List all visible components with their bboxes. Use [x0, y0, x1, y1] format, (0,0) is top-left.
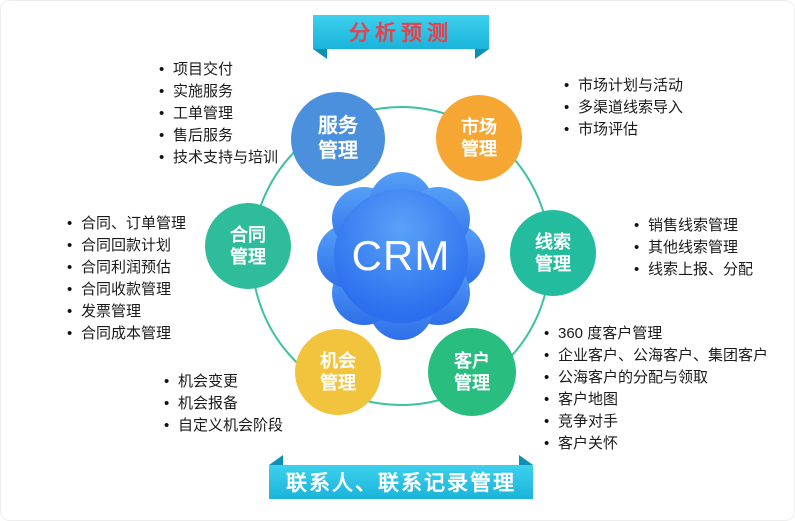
list-item: 客户地图	[544, 389, 768, 411]
list-item: 市场计划与活动	[564, 75, 683, 97]
list-item: 线索上报、分配	[634, 259, 753, 281]
list-item: 机会报备	[164, 393, 283, 415]
node-contract-label: 合同 管理	[230, 224, 266, 268]
list-item: 合同成本管理	[67, 323, 186, 345]
top-banner: 分析预测	[313, 15, 489, 59]
market-feature-list: 市场计划与活动 多渠道线索导入 市场评估	[564, 75, 683, 141]
node-customer-management: 客户 管理	[428, 328, 516, 416]
list-item: 自定义机会阶段	[164, 415, 283, 437]
ribbon-fold-icon	[313, 49, 327, 59]
list-item: 市场评估	[564, 119, 683, 141]
list-item: 实施服务	[159, 81, 278, 103]
list-item: 销售线索管理	[634, 215, 753, 237]
node-contract-management: 合同 管理	[205, 203, 291, 289]
list-item: 机会变更	[164, 371, 283, 393]
node-market-label: 市场 管理	[461, 116, 497, 160]
node-opportunity-management: 机会 管理	[295, 329, 381, 415]
customer-feature-list: 360 度客户管理 企业客户、公海客户、集团客户 公海客户的分配与领取 客户地图…	[544, 323, 768, 455]
node-leads-management: 线索 管理	[510, 210, 596, 296]
ribbon-fold-icon	[475, 49, 489, 59]
list-item: 工单管理	[159, 103, 278, 125]
list-item: 合同收款管理	[67, 279, 186, 301]
contract-feature-list: 合同、订单管理 合同回款计划 合同利润预估 合同收款管理 发票管理 合同成本管理	[67, 213, 186, 345]
node-customer-label: 客户 管理	[454, 350, 490, 394]
list-item: 合同回款计划	[67, 235, 186, 257]
opportunity-feature-list: 机会变更 机会报备 自定义机会阶段	[164, 371, 283, 437]
node-market-management: 市场 管理	[436, 95, 522, 181]
crm-center-label: CRM	[351, 232, 451, 279]
ribbon-fold-icon	[519, 455, 533, 465]
list-item: 多渠道线索导入	[564, 97, 683, 119]
ribbon-fold-icon	[269, 455, 283, 465]
list-item: 合同利润预估	[67, 257, 186, 279]
service-feature-list: 项目交付 实施服务 工单管理 售后服务 技术支持与培训	[159, 59, 278, 169]
list-item: 售后服务	[159, 125, 278, 147]
list-item: 技术支持与培训	[159, 147, 278, 169]
list-item: 企业客户、公海客户、集团客户	[544, 345, 768, 367]
node-service-management: 服务 管理	[291, 92, 385, 186]
leads-feature-list: 销售线索管理 其他线索管理 线索上报、分配	[634, 215, 753, 281]
node-opportunity-label: 机会 管理	[320, 350, 356, 394]
bottom-banner: 联系人、联系记录管理	[269, 455, 533, 499]
list-item: 合同、订单管理	[67, 213, 186, 235]
list-item: 竞争对手	[544, 411, 768, 433]
list-item: 其他线索管理	[634, 237, 753, 259]
list-item: 项目交付	[159, 59, 278, 81]
list-item: 360 度客户管理	[544, 323, 768, 345]
list-item: 发票管理	[67, 301, 186, 323]
list-item: 客户关怀	[544, 433, 768, 455]
list-item: 公海客户的分配与领取	[544, 367, 768, 389]
bottom-banner-label: 联系人、联系记录管理	[286, 472, 516, 495]
top-banner-label: 分析预测	[349, 22, 453, 45]
crm-center: CRM	[334, 189, 468, 323]
node-service-label: 服务 管理	[318, 115, 358, 162]
node-leads-label: 线索 管理	[535, 231, 571, 275]
